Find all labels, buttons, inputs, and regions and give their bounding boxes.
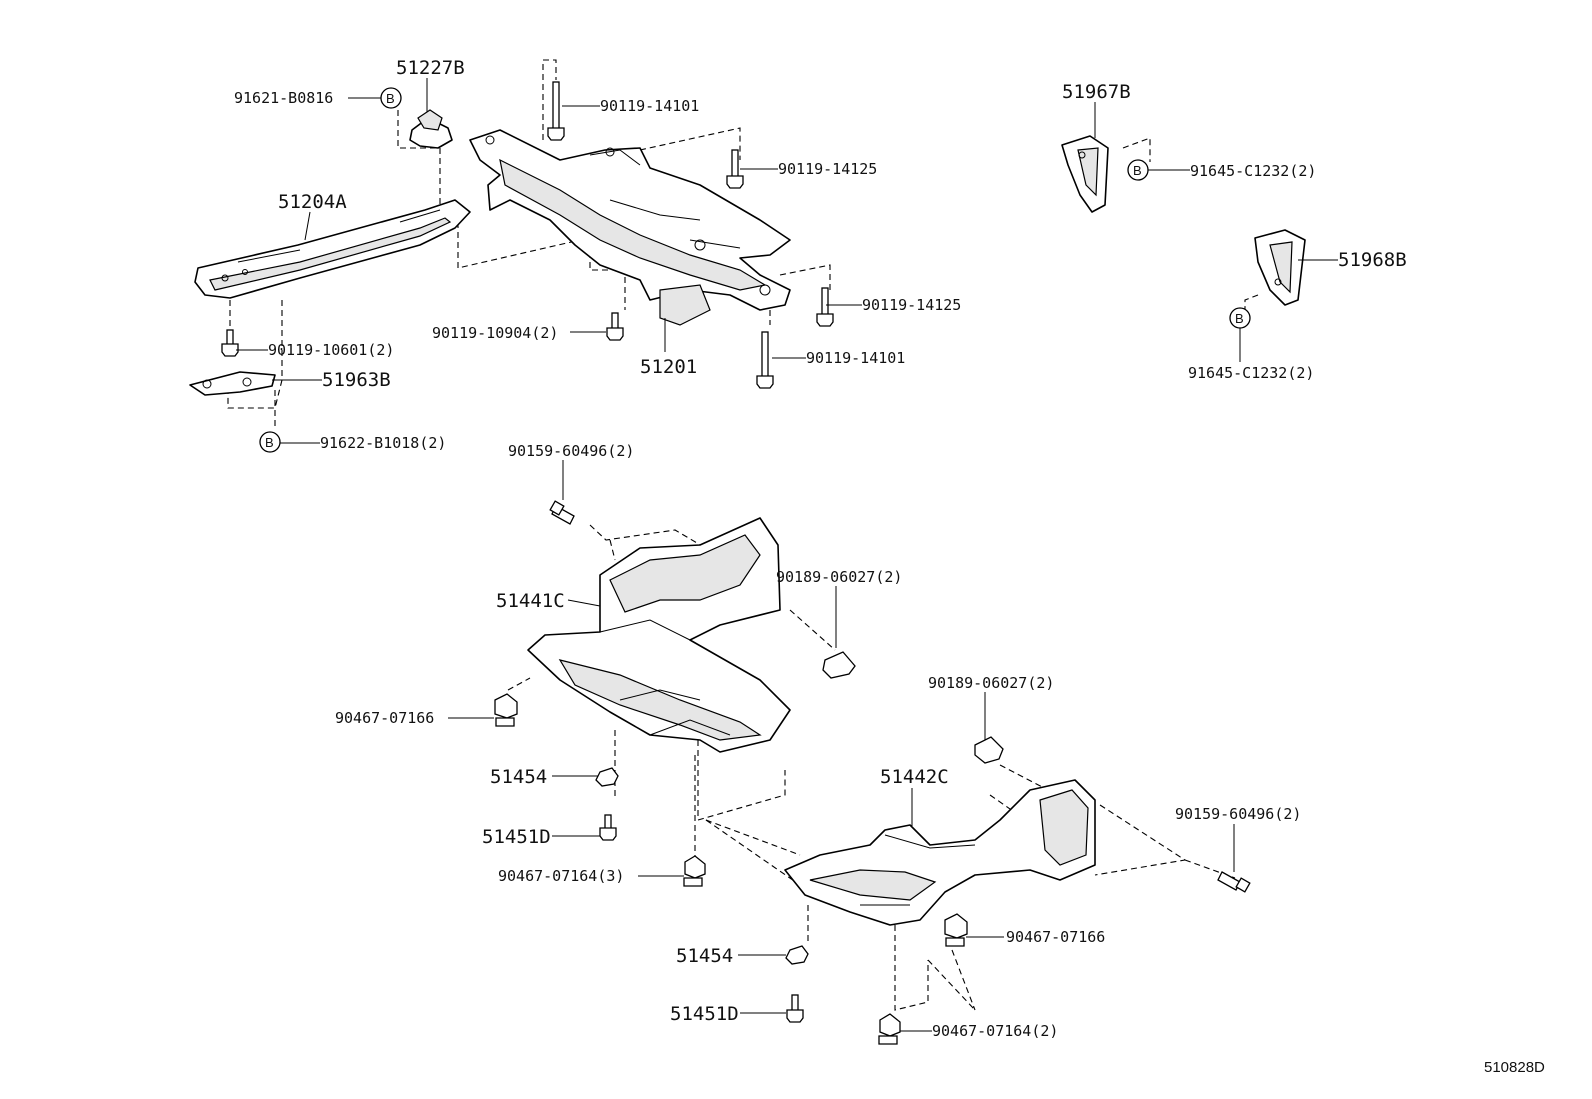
label-51204a: 51204A <box>278 191 347 213</box>
bolt-icon <box>549 500 575 525</box>
badge-b-icon: B <box>259 431 281 453</box>
bolt-icon <box>547 81 565 141</box>
clip-icon <box>683 855 706 887</box>
label-51454-a: 51454 <box>490 766 547 788</box>
label-51227b: 51227B <box>396 57 465 79</box>
label-90119-10904: 90119-10904(2) <box>432 324 558 342</box>
part-51963b-bracket <box>189 371 276 396</box>
label-90467-07166-a: 90467-07166 <box>335 709 434 727</box>
grommet-icon <box>974 736 1004 764</box>
clip-icon <box>944 913 968 947</box>
label-91621-b0816: 91621-B0816 <box>234 89 333 107</box>
leader-lines <box>236 78 1338 1032</box>
label-51451d-b: 51451D <box>670 1003 739 1025</box>
diagram-ref-code: 510828D <box>1484 1059 1545 1076</box>
svg-text:B: B <box>265 435 274 450</box>
label-51968b: 51968B <box>1338 249 1407 271</box>
label-51201: 51201 <box>640 356 697 378</box>
label-51967b: 51967B <box>1062 81 1131 103</box>
label-90119-14101-low: 90119-14101 <box>806 349 905 367</box>
part-51442c-under-cover <box>784 779 1096 926</box>
part-51204a-arm <box>194 199 471 299</box>
badge-b-icon: B <box>1229 307 1251 329</box>
label-90467-07164-2: 90467-07164(2) <box>932 1022 1058 1040</box>
clip-icon <box>494 693 518 727</box>
label-91645-c1232-a: 91645-C1232(2) <box>1190 162 1316 180</box>
label-90119-14125-top: 90119-14125 <box>778 160 877 178</box>
bolt-icon <box>756 331 774 389</box>
label-51963b: 51963B <box>322 369 391 391</box>
label-90189-06027-b: 90189-06027(2) <box>928 674 1054 692</box>
label-91645-c1232-b: 91645-C1232(2) <box>1188 364 1314 382</box>
label-51454-b: 51454 <box>676 945 733 967</box>
label-90467-07166-b: 90467-07166 <box>1006 928 1105 946</box>
part-51201-crossmember <box>469 129 791 326</box>
label-90189-06027-a: 90189-06027(2) <box>776 568 902 586</box>
label-90119-10601: 90119-10601(2) <box>268 341 394 359</box>
bolt-icon <box>786 994 804 1023</box>
grommet-icon <box>822 651 856 679</box>
badge-b-icon: B <box>380 87 402 109</box>
bolt-icon <box>726 149 744 189</box>
part-51441c-under-cover <box>527 517 791 753</box>
svg-text:B: B <box>386 91 395 106</box>
label-51442c: 51442C <box>880 766 949 788</box>
svg-text:B: B <box>1133 163 1142 178</box>
clip-icon <box>878 1013 901 1045</box>
label-90159-60496-b: 90159-60496(2) <box>1175 805 1301 823</box>
badge-b-icon: B <box>1127 159 1149 181</box>
label-51441c: 51441C <box>496 590 565 612</box>
label-90467-07164-3: 90467-07164(3) <box>498 867 624 885</box>
label-90159-60496-a: 90159-60496(2) <box>508 442 634 460</box>
bolt-icon <box>221 329 239 357</box>
part-51968b-bracket <box>1254 229 1306 306</box>
bolt-icon <box>816 287 834 327</box>
bolt-icon <box>599 814 617 841</box>
clip-icon <box>595 767 619 787</box>
label-90119-14125-mid: 90119-14125 <box>862 296 961 314</box>
bolt-icon <box>606 312 624 341</box>
label-90119-14101-top: 90119-14101 <box>600 97 699 115</box>
label-91622-b1018: 91622-B1018(2) <box>320 434 446 452</box>
clip-icon <box>785 945 809 965</box>
bolt-icon <box>1217 871 1251 893</box>
part-51967b-bracket <box>1061 135 1109 213</box>
svg-text:B: B <box>1235 311 1244 326</box>
part-51227b-bracket <box>409 109 453 149</box>
label-51451d-a: 51451D <box>482 826 551 848</box>
